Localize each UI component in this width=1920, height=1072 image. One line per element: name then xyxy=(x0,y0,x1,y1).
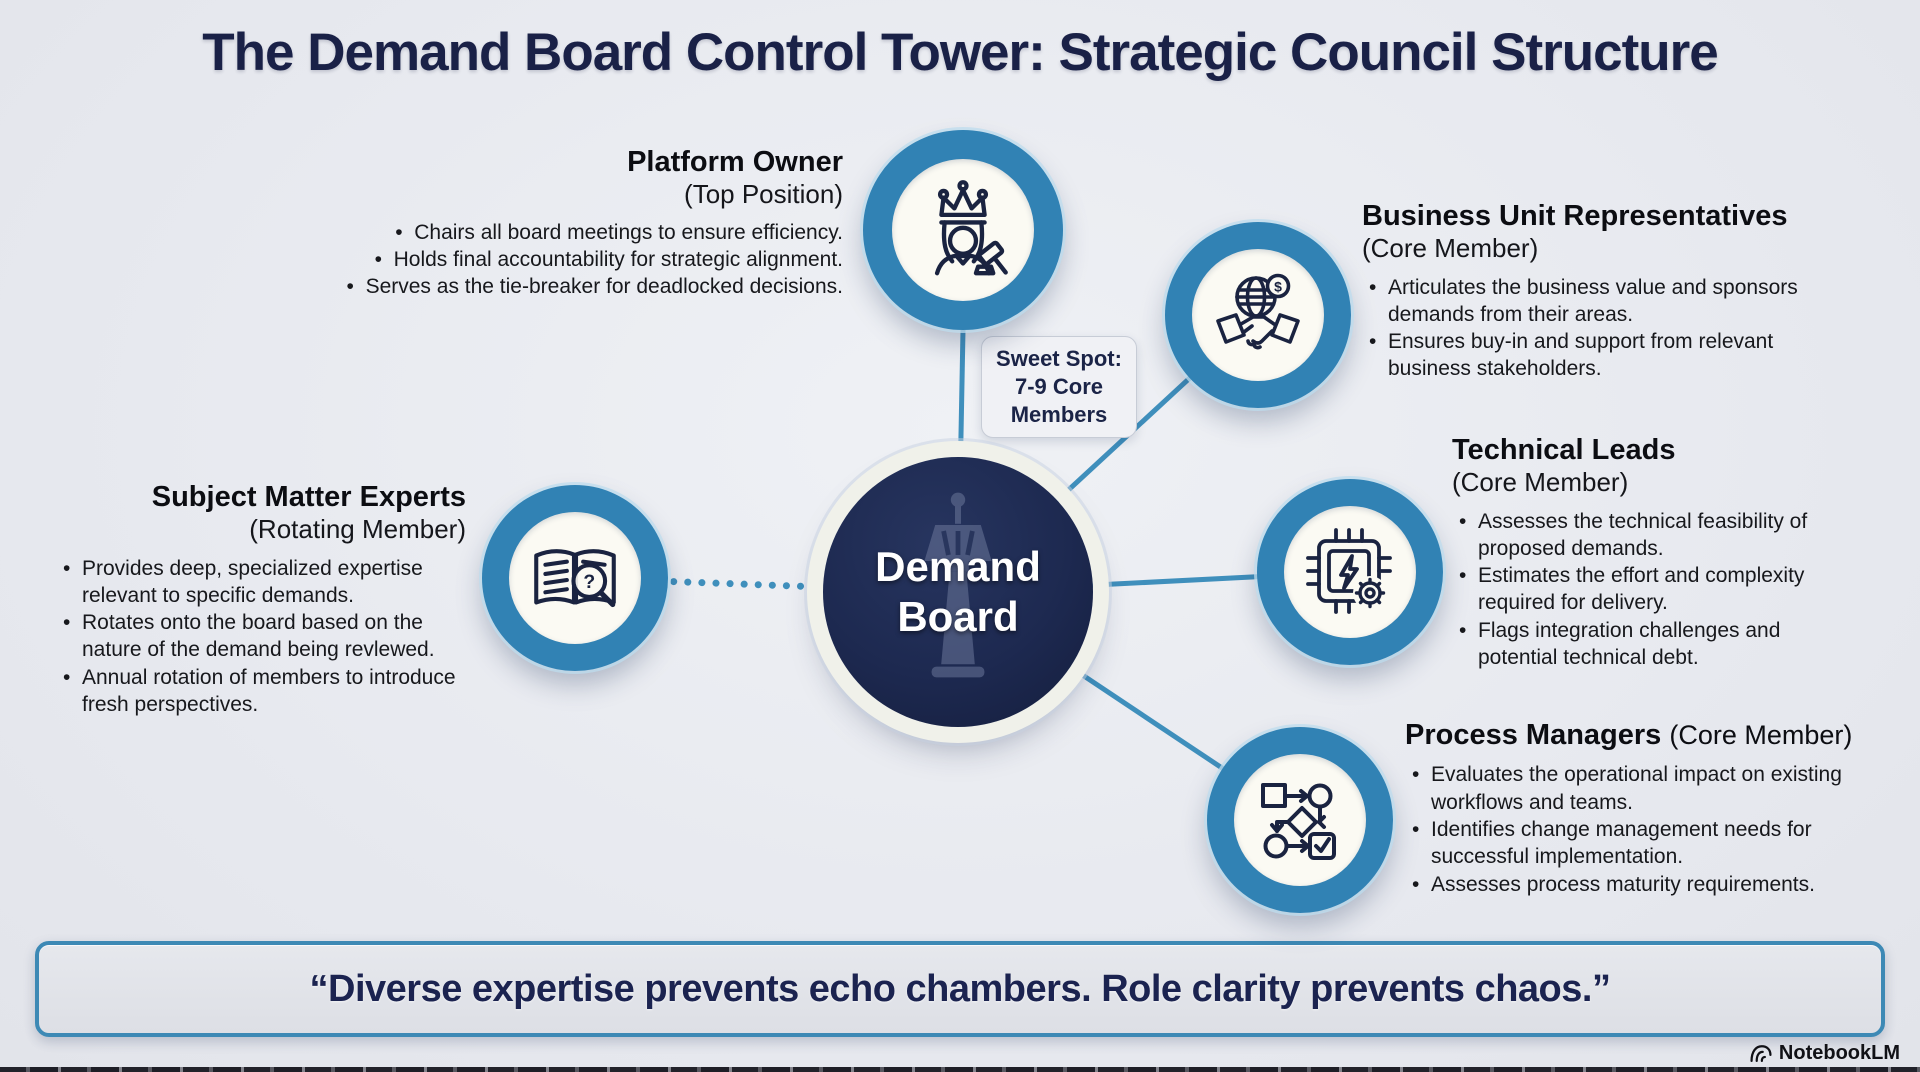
section-bullets: Assesses the technical feasibility of pr… xyxy=(1452,508,1852,672)
node-subject-matter-experts-inner: ? xyxy=(509,512,641,644)
bullet-item: Evaluates the operational impact on exis… xyxy=(1405,761,1860,816)
bullet-item: Serves as the tie-breaker for deadlocked… xyxy=(203,273,843,300)
section-platform-owner: Platform Owner (Top Position) Chairs all… xyxy=(203,146,843,300)
bullet-item: Provides deep, specialized expertise rel… xyxy=(56,555,466,610)
section-title: Subject Matter Experts xyxy=(151,481,466,513)
bullet-item: Annual rotation of members to introduce … xyxy=(56,664,466,719)
section-title: Business Unit Representatives xyxy=(1362,200,1788,232)
node-subject-matter-experts: ? xyxy=(482,485,668,671)
section-subtitle: (Rotating Member) xyxy=(249,514,466,545)
section-process-managers: Process Managers (Core Member) Evaluates… xyxy=(1405,719,1860,898)
control-tower-icon xyxy=(924,492,992,678)
section-bullets: Articulates the business value and spons… xyxy=(1362,274,1802,383)
bullet-item: Chairs all board meetings to ensure effi… xyxy=(203,219,843,246)
watermark-label: NotebookLM xyxy=(1778,1042,1900,1064)
section-subtitle: (Core Member) xyxy=(1669,720,1853,750)
node-process-managers-inner xyxy=(1234,754,1366,886)
section-title-text: Process Managers xyxy=(1405,719,1662,751)
chip-lightning-gear-icon xyxy=(1306,528,1392,614)
bullet-item: Assesses process maturity requirements. xyxy=(1405,871,1860,899)
bullet-item: Rotates onto the board based on the natu… xyxy=(56,609,466,664)
crowned-person-gavel-icon xyxy=(934,180,1008,276)
node-business-unit-representatives: $ xyxy=(1165,222,1351,408)
section-subtitle: (Core Member) xyxy=(1452,467,1629,498)
node-technical-leads-inner xyxy=(1284,506,1416,638)
bullet-item: Identifies change management needs for s… xyxy=(1405,816,1860,871)
node-platform-owner xyxy=(863,130,1063,330)
section-subject-matter-experts: Subject Matter Experts (Rotating Member)… xyxy=(56,481,466,718)
section-title: Technical Leads xyxy=(1452,434,1676,466)
hub-label: Demand Board xyxy=(875,543,1041,640)
bullet-item: Holds final accountability for strategic… xyxy=(203,246,843,273)
section-title: Process Managers (Core Member) xyxy=(1405,719,1860,752)
node-process-managers xyxy=(1207,727,1393,913)
bullet-item: Ensures buy-in and support from relevant… xyxy=(1362,328,1802,383)
node-business-unit-inner: $ xyxy=(1192,249,1324,381)
section-subtitle: (Top Position) xyxy=(684,179,843,210)
node-technical-leads xyxy=(1257,479,1443,665)
notebooklm-logo-icon xyxy=(1750,1044,1772,1062)
node-platform-owner-inner xyxy=(892,159,1034,301)
svg-text:$: $ xyxy=(1274,279,1282,295)
section-technical-leads: Technical Leads (Core Member) Assesses t… xyxy=(1452,434,1852,671)
globe-handshake-dollar-icon: $ xyxy=(1216,273,1300,350)
bullet-item: Estimates the effort and complexity requ… xyxy=(1452,562,1852,617)
book-magnifier-question-icon: ? xyxy=(534,549,616,608)
section-bullets: Chairs all board meetings to ensure effi… xyxy=(203,219,843,301)
bullet-item: Assesses the technical feasibility of pr… xyxy=(1452,508,1852,563)
quote-bar: “Diverse expertise prevents echo chamber… xyxy=(35,941,1885,1037)
bullet-item: Articulates the business value and spons… xyxy=(1362,274,1802,329)
svg-text:?: ? xyxy=(583,571,595,593)
bullet-item: Flags integration challenges and potenti… xyxy=(1452,617,1852,672)
section-bullets: Provides deep, specialized expertise rel… xyxy=(56,555,466,719)
page-title: The Demand Board Control Tower: Strategi… xyxy=(202,23,1718,82)
quote-text: “Diverse expertise prevents echo chamber… xyxy=(309,967,1611,1010)
sweet-spot-callout: Sweet Spot: 7-9 Core Members xyxy=(981,336,1137,439)
demand-board-hub: Demand Board xyxy=(823,457,1093,727)
notebooklm-watermark: NotebookLM xyxy=(1749,1042,1900,1065)
section-subtitle: (Core Member) xyxy=(1362,233,1539,264)
bottom-cutoff-strip xyxy=(0,1067,1920,1072)
flowchart-icon xyxy=(1261,783,1336,860)
section-bullets: Evaluates the operational impact on exis… xyxy=(1405,761,1860,899)
section-business-unit-representatives: Business Unit Representatives (Core Memb… xyxy=(1362,200,1802,383)
section-title: Platform Owner xyxy=(627,146,843,178)
